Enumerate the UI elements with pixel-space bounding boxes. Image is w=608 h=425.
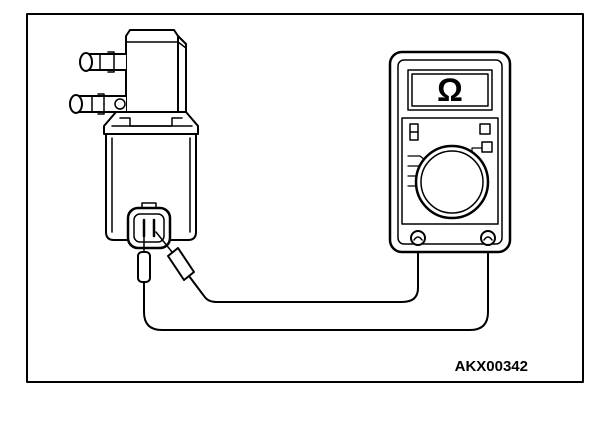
meter-panel — [401, 117, 499, 225]
range-button-1 — [479, 123, 491, 135]
connector-icon — [126, 202, 172, 250]
figure-frame — [26, 13, 584, 383]
meter-dial — [414, 144, 490, 220]
lower-port-icon — [69, 93, 127, 115]
probe-1 — [137, 251, 151, 283]
meter-display — [407, 69, 493, 111]
valve-flange — [103, 111, 199, 135]
range-button-2 — [481, 141, 493, 153]
valve-top-cap-side — [177, 35, 187, 113]
meter-display-symbol: Ω — [437, 72, 463, 108]
solenoid-valve-icon — [69, 29, 199, 250]
jack-ohm — [480, 230, 496, 246]
probe-2 — [167, 247, 195, 281]
jack-com — [410, 230, 426, 246]
lead-wire-2 — [188, 243, 419, 303]
figure-code: AKX00342 — [455, 358, 528, 375]
ohmmeter-icon: Ω — [388, 50, 512, 254]
lead-wire-1 — [143, 243, 489, 331]
upper-port-icon — [79, 51, 127, 73]
meter-face — [397, 59, 503, 245]
test-lead-icon — [137, 231, 489, 331]
